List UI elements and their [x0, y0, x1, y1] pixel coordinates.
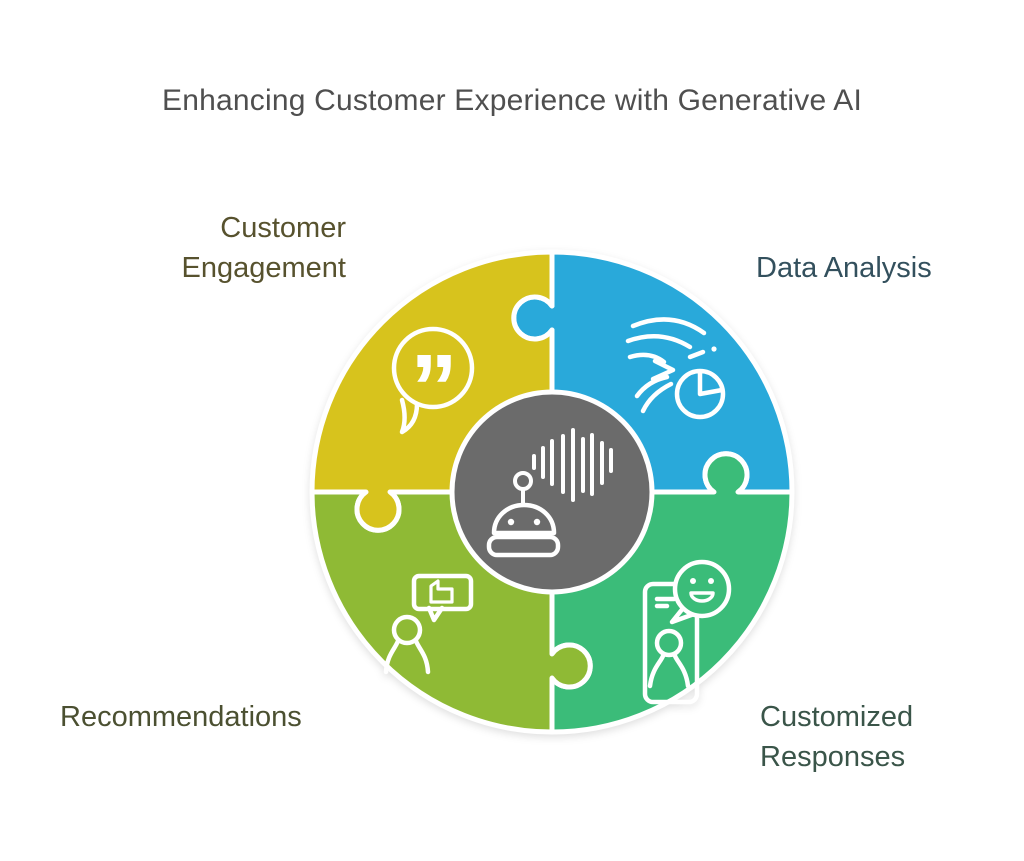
diagram-title: Enhancing Customer Experience with Gener… — [162, 84, 862, 117]
quote-glyph: ” — [410, 335, 458, 441]
chat-quotes-icon: ” — [391, 326, 475, 441]
label-line: Data Analysis — [756, 252, 932, 284]
label-line: Responses — [760, 741, 906, 773]
label-recommendations: Recommendations — [60, 697, 302, 737]
label-customized-responses: Customized Responses — [760, 697, 913, 777]
label-line: Engagement — [181, 252, 346, 284]
label-line: Recommendations — [60, 701, 302, 733]
label-line: Customer — [220, 212, 346, 244]
label-data-analysis: Data Analysis — [756, 248, 932, 288]
data-streams-pie-icon — [625, 317, 726, 420]
robot-voice-assistant-icon — [486, 428, 613, 558]
puzzle-wheel: ” — [309, 249, 795, 735]
label-customer-engagement: Customer Engagement — [182, 208, 346, 288]
person-thumbs-up-chat-icon — [383, 573, 474, 675]
center-hub — [449, 389, 655, 595]
phone-smiley-chat-icon — [642, 559, 732, 705]
label-line: Customized — [760, 701, 914, 733]
